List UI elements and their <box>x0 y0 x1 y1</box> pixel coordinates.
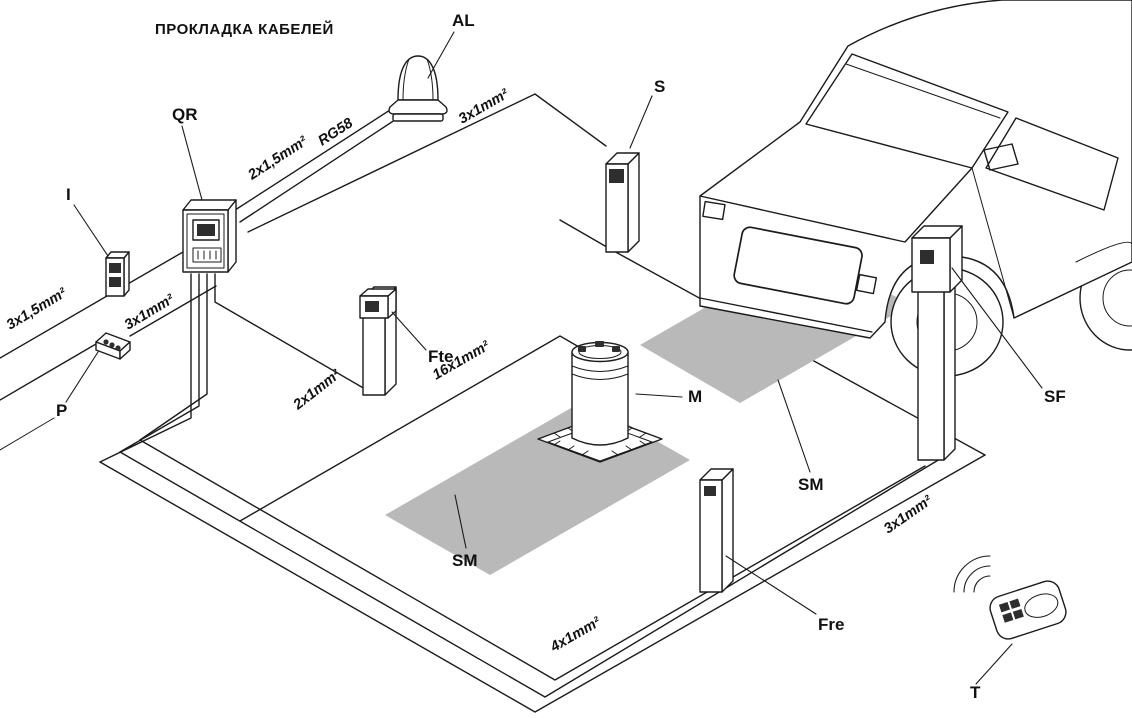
key-switch-i <box>105 251 130 297</box>
label-p: P <box>56 401 67 420</box>
cable-label-4x1: 4x1mm² <box>547 614 604 656</box>
leader-fte <box>391 311 427 351</box>
label-m: M <box>688 387 702 406</box>
leader-i <box>73 204 109 257</box>
route-mid <box>119 451 941 698</box>
cable-3x1-left-line-a <box>0 343 97 401</box>
bollard-base-plate-inner <box>547 422 653 462</box>
car-headlight-left <box>702 200 726 221</box>
bollard-top-mark-2 <box>595 341 604 347</box>
bollard-top-mark-3 <box>612 346 620 352</box>
leader-sf <box>951 267 1043 389</box>
cable-label-3x1-left: 3x1mm² <box>122 291 178 334</box>
label-sf: SF <box>1044 387 1066 406</box>
route-outer <box>99 454 986 713</box>
remote-ring <box>1024 593 1059 618</box>
car-headlight-right <box>855 273 878 295</box>
leader-t <box>975 643 1013 685</box>
qr-drop-2 <box>119 273 200 453</box>
photocell-lens-fte <box>365 301 379 312</box>
cable-3x1-top-line <box>247 93 607 233</box>
cable-label-2x15: 2x1,5mm² <box>245 133 312 184</box>
leader-sm-left <box>454 494 467 549</box>
lamp-base <box>392 113 444 122</box>
label-t: T <box>970 683 981 702</box>
qr-display <box>197 224 215 236</box>
junction-box-p <box>95 332 131 360</box>
cable-label-2x1: 2x1mm² <box>290 366 345 414</box>
qr-drop-3 <box>139 273 208 441</box>
control-unit-qr <box>182 199 237 273</box>
car-side-crease <box>971 167 1015 319</box>
label-qr: QR <box>172 105 198 124</box>
cable-3x15-line <box>0 251 184 359</box>
car-hood-edge <box>699 167 973 243</box>
bollard-top-mark-1 <box>578 346 586 352</box>
label-s: S <box>654 77 665 96</box>
cable-rg58-line <box>231 100 405 213</box>
leader-m <box>635 393 683 398</box>
lamp-skirt <box>388 99 448 115</box>
remote-button-4 <box>1012 609 1024 620</box>
leader-al <box>427 31 455 79</box>
qr-drop-1 <box>99 273 192 463</box>
cable-3x1-left-line-b <box>129 285 217 337</box>
photocell-post-s <box>605 152 640 253</box>
bollard-band-1 <box>571 365 629 372</box>
cable-label-3x15: 3x1,5mm² <box>4 285 71 334</box>
photocell-lens-sf <box>920 250 934 264</box>
label-sm-left: SM <box>452 551 478 570</box>
bollard <box>537 341 663 463</box>
car-windshield-inner <box>845 63 1001 119</box>
car-rear-arch <box>1075 241 1132 263</box>
post-sf <box>911 225 963 461</box>
cable-routes <box>0 93 986 713</box>
photocell-lens-s <box>609 169 624 183</box>
car-bumper-line <box>699 297 873 333</box>
photocell-post-fte <box>359 286 397 396</box>
leader-s <box>629 95 653 149</box>
route-inner <box>139 439 926 681</box>
cable-2x15-line <box>239 109 411 223</box>
switch-button-2 <box>109 277 121 287</box>
flashing-lamp-al <box>388 55 448 122</box>
remote-button-3 <box>1002 612 1014 623</box>
photocell-lens-fre <box>704 486 716 496</box>
bollard-band-2 <box>571 373 629 380</box>
bollard-cylinder <box>571 351 629 446</box>
car-grille-plate <box>733 226 863 305</box>
label-fte: Fte <box>428 347 454 366</box>
car-side-window <box>985 117 1119 211</box>
leader-qr <box>181 125 203 201</box>
leader-fre <box>725 555 817 615</box>
label-fre: Fre <box>818 615 844 634</box>
signal-waves-icon <box>953 555 991 593</box>
remote-body <box>989 580 1067 640</box>
cable-label-3x1-top: 3x1mm² <box>456 86 512 128</box>
label-i: I <box>66 185 71 204</box>
lamp-dome <box>397 55 439 101</box>
leader-lines <box>65 31 1043 685</box>
car-mirror <box>983 143 1019 171</box>
remote-button-2 <box>1009 598 1021 609</box>
label-al: AL <box>452 11 475 30</box>
leader-p <box>65 351 99 403</box>
remote-transmitter <box>989 580 1067 640</box>
leader-sm-right <box>777 379 811 473</box>
car-rear-wheel-inner <box>1102 269 1132 327</box>
mat-left <box>385 400 690 575</box>
diagram-title: ПРОКЛАДКА КАБЕЛЕЙ <box>155 20 334 38</box>
switch-button-1 <box>109 263 121 273</box>
p-edge-line <box>0 417 55 451</box>
label-sm-right: SM <box>798 475 824 494</box>
cable-2x1-line <box>214 273 373 394</box>
remote-button-1 <box>998 601 1010 613</box>
photocell-post-fre <box>699 468 734 593</box>
